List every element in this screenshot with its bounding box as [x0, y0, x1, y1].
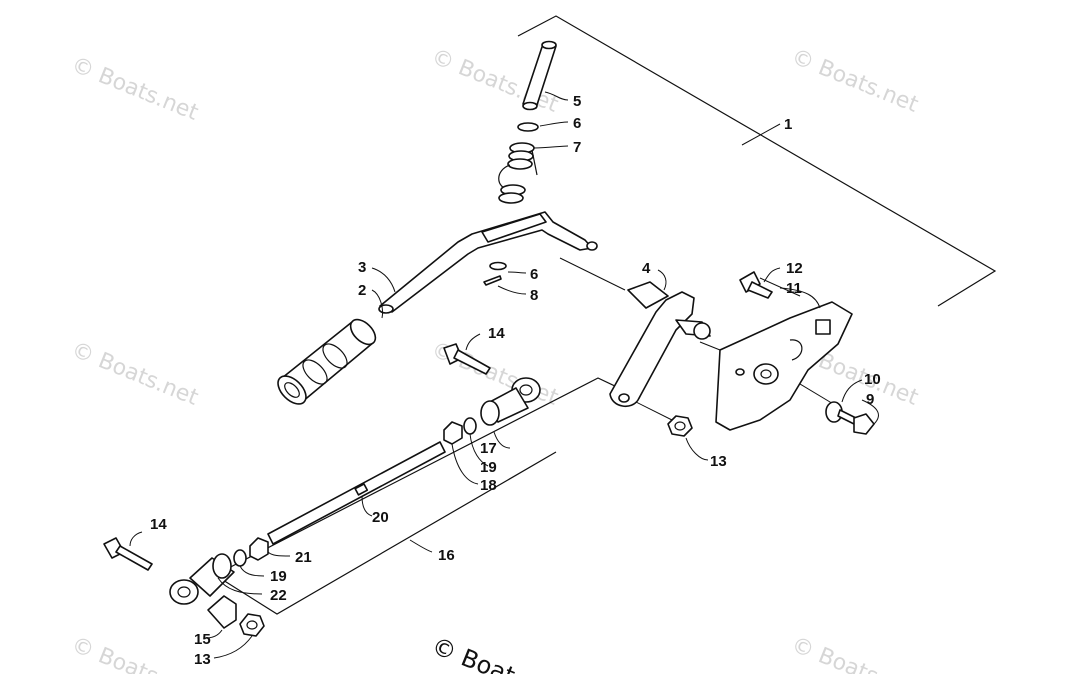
- callout-14: 14: [488, 325, 505, 342]
- callout-2: 2: [358, 282, 366, 299]
- callout-5: 5: [573, 93, 581, 110]
- washer-part-6: [517, 122, 539, 132]
- callout-17: 17: [480, 440, 497, 457]
- watermark-bottom: © Boat: [428, 632, 519, 674]
- leader-lines: [129, 91, 879, 659]
- callout-4: 4: [642, 260, 651, 277]
- bolt-part-12: [739, 271, 773, 299]
- washer-part-6: [489, 261, 507, 271]
- callout-20: 20: [372, 509, 389, 526]
- bracket-part-11: [715, 301, 853, 431]
- bolt-part-14: [443, 343, 491, 375]
- callout-15: 15: [194, 631, 211, 648]
- callout-numbers: 1 5 6 7 3 2 6 8 4 12 11 10 9 13 14 17 19…: [150, 93, 881, 668]
- callout-3: 3: [358, 259, 366, 276]
- rod-end-part-22: [169, 553, 235, 605]
- pin-part-5: [522, 40, 557, 111]
- cotter-pin-part-8: [483, 275, 502, 286]
- callout-14: 14: [150, 516, 167, 533]
- callout-1: 1: [784, 116, 792, 133]
- bolt-part-14: [103, 537, 153, 571]
- nut-part-18: [443, 421, 463, 445]
- callout-13: 13: [710, 453, 727, 470]
- callout-19: 19: [480, 459, 497, 476]
- watermark: © Boats.net: [788, 44, 922, 118]
- grip-part-2: [277, 318, 377, 405]
- watermark: © Boats.net: [788, 632, 922, 674]
- watermark: © Boats.net: [68, 337, 202, 411]
- callout-11: 11: [786, 280, 802, 297]
- spring-part-7: [498, 142, 538, 204]
- spacer-part-15: [207, 595, 237, 629]
- washer-part-19: [233, 549, 247, 567]
- callout-22: 22: [270, 587, 287, 604]
- callout-18: 18: [480, 477, 497, 494]
- bolt-part-9: [837, 409, 875, 435]
- callout-16: 16: [438, 547, 455, 564]
- nut-part-13: [667, 415, 693, 437]
- callout-6: 6: [573, 115, 581, 132]
- nut-part-21: [249, 537, 269, 561]
- callout-8: 8: [530, 287, 538, 304]
- lever-part-3: [378, 211, 598, 314]
- washer-part-19: [463, 417, 477, 435]
- callout-10: 10: [864, 371, 881, 388]
- callout-12: 12: [786, 260, 803, 277]
- callout-19: 19: [270, 568, 287, 585]
- callout-6: 6: [530, 266, 538, 283]
- callout-21: 21: [295, 549, 312, 566]
- pivot-arm-part-4: [609, 281, 711, 407]
- threaded-rod-part-20: [267, 441, 446, 545]
- watermark: © Boats.net: [68, 52, 202, 126]
- callout-13: 13: [194, 651, 211, 668]
- watermark: © Boats.net: [68, 632, 202, 674]
- callout-7: 7: [573, 139, 581, 156]
- rod-end-upper: [480, 377, 541, 426]
- nut-part-13: [239, 613, 265, 637]
- callout-9: 9: [866, 391, 874, 408]
- assembly-outline: [214, 15, 997, 615]
